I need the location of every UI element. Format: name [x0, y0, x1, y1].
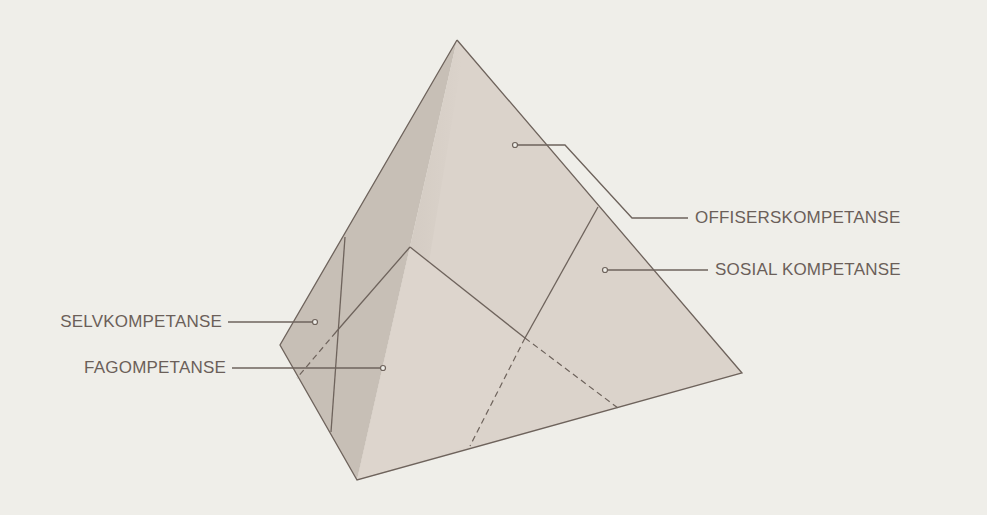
part-label: OFFISERSKOMPETANSE — [695, 208, 900, 228]
pyramid-edges — [280, 40, 742, 480]
hidden-edges — [297, 332, 618, 446]
inner-region — [357, 247, 525, 480]
leader-dots — [313, 143, 608, 371]
part-label: FAGOMPETANSE — [84, 358, 226, 378]
part-label: SOSIAL KOMPETANSE — [715, 260, 901, 280]
front-face — [357, 40, 742, 480]
leader-lines — [228, 145, 708, 368]
part-label: SELVKOMPETANSE — [60, 312, 222, 332]
